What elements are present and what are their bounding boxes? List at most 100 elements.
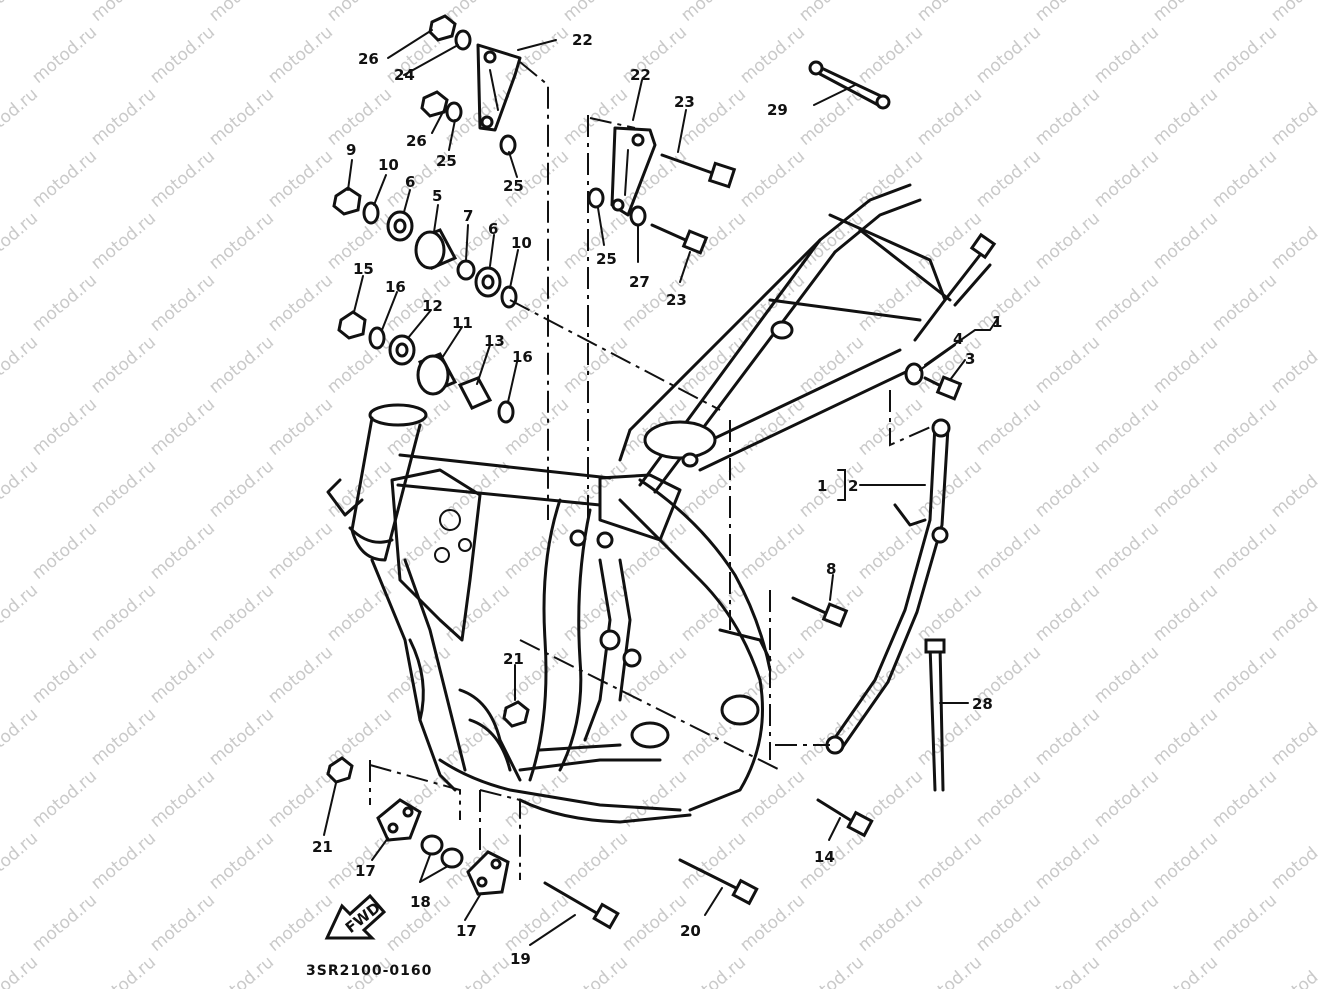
- watermark-text: motod.ru: [87, 580, 160, 645]
- watermark-text: motod.ru: [28, 394, 101, 459]
- rear-frame-stay: [825, 418, 951, 755]
- watermark-text: motod.ru: [87, 952, 160, 989]
- watermark-text: motod.ru: [205, 952, 278, 989]
- watermark-text: motod.ru: [264, 890, 337, 955]
- callout-25-b: 25: [503, 177, 524, 195]
- watermark-text: motod.ru: [736, 518, 809, 583]
- callout-17-right: 17: [456, 922, 477, 940]
- callout-14: 14: [814, 848, 835, 866]
- watermark-text: motod.ru: [1090, 22, 1163, 87]
- watermark-text: motod.ru: [146, 146, 219, 211]
- watermark-text: motod.ru: [146, 642, 219, 707]
- watermark-text: motod.ru: [28, 22, 101, 87]
- watermark-text: motod.ru: [913, 84, 986, 149]
- nut-9: [332, 186, 362, 216]
- bushing-11: [416, 352, 458, 396]
- watermark-text: motod.ru: [795, 332, 868, 397]
- washer-10-right: [500, 285, 518, 309]
- watermark-text: motod.ru: [972, 766, 1045, 831]
- watermark-text: motod.ru: [146, 394, 219, 459]
- washer-16-left: [368, 326, 386, 350]
- watermark-text: motod.ru: [559, 580, 632, 645]
- watermark-text: motod.ru: [1031, 0, 1104, 26]
- watermark-text: motod.ru: [87, 828, 160, 893]
- watermark-text: motod.ru: [1090, 270, 1163, 335]
- bolt-23-lower: [650, 223, 709, 255]
- watermark-text: motod.ru: [205, 456, 278, 521]
- watermark-text: motod.ru: [795, 0, 868, 26]
- watermark-text: motod.ru: [0, 704, 42, 769]
- watermark-text: motod.ru: [854, 890, 927, 955]
- watermark-text: motod.ru: [1149, 952, 1222, 989]
- watermark-text: motod.ru: [736, 394, 809, 459]
- watermark-text: motod.ru: [146, 766, 219, 831]
- watermark-text: motod.ru: [382, 642, 455, 707]
- watermark-text: motod.ru: [146, 890, 219, 955]
- callout-25-c: 25: [596, 250, 617, 268]
- callout-15: 15: [353, 260, 374, 278]
- watermark-text: motod.ru: [0, 0, 42, 26]
- watermark-text: motod.ru: [559, 84, 632, 149]
- watermark-text: motod.ru: [559, 456, 632, 521]
- watermark-text: motod.ru: [1090, 146, 1163, 211]
- watermark-text: motod.ru: [146, 22, 219, 87]
- watermark-text: motod.ru: [205, 332, 278, 397]
- callout-5: 5: [432, 187, 442, 205]
- watermark-text: motod.ru: [972, 146, 1045, 211]
- watermark-text: motod.ru: [913, 704, 986, 769]
- watermark-text: motod.ru: [1031, 704, 1104, 769]
- watermark-text: motod.ru: [87, 208, 160, 273]
- watermark-text: motod.ru: [1267, 332, 1318, 397]
- plate-17-right: [466, 850, 510, 896]
- watermark-text: motod.ru: [323, 84, 396, 149]
- watermark-text: motod.ru: [559, 0, 632, 26]
- callout-22-left: 22: [572, 31, 593, 49]
- watermark-text: motod.ru: [677, 952, 750, 989]
- watermark-text: motod.ru: [323, 0, 396, 26]
- watermark-text: motod.ru: [205, 828, 278, 893]
- watermark-text: motod.ru: [1031, 828, 1104, 893]
- engine-bracket-upper-right: [610, 126, 657, 217]
- watermark-text: motod.ru: [1149, 0, 1222, 26]
- callout-23-lower: 23: [666, 291, 687, 309]
- watermark-text: motod.ru: [1208, 890, 1281, 955]
- callout-9: 9: [346, 141, 356, 159]
- watermark-text: motod.ru: [1090, 890, 1163, 955]
- watermark-text: motod.ru: [1031, 580, 1104, 645]
- watermark-text: motod.ru: [28, 146, 101, 211]
- watermark-text: motod.ru: [87, 704, 160, 769]
- watermark-text: motod.ru: [1031, 84, 1104, 149]
- watermark-text: motod.ru: [0, 84, 42, 149]
- watermark-text: motod.ru: [1090, 394, 1163, 459]
- watermark-text: motod.ru: [1149, 704, 1222, 769]
- watermark-text: motod.ru: [972, 394, 1045, 459]
- fwd-arrow: FWD: [324, 893, 387, 940]
- nut-15: [337, 310, 367, 340]
- watermark-text: motod.ru: [264, 394, 337, 459]
- callout-1-lower: 1: [817, 477, 827, 495]
- watermark-text: motod.ru: [736, 22, 809, 87]
- watermark-text: motod.ru: [972, 890, 1045, 955]
- watermark-text: motod.ru: [1149, 580, 1222, 645]
- watermark-text: motod.ru: [1267, 580, 1318, 645]
- watermark-text: motod.ru: [264, 518, 337, 583]
- washer-24: [454, 29, 472, 51]
- callout-18: 18: [410, 893, 431, 911]
- watermark-text: motod.ru: [677, 332, 750, 397]
- callout-17-left: 17: [355, 862, 376, 880]
- callout-21-lower: 21: [312, 838, 333, 856]
- callout-3: 3: [965, 350, 975, 368]
- collar-7: [456, 259, 476, 281]
- washer-25-b: [499, 134, 517, 156]
- watermark-text: motod.ru: [1090, 642, 1163, 707]
- reference-lines: [369, 61, 936, 880]
- watermark-text: motod.ru: [1149, 828, 1222, 893]
- watermark-text: motod.ru: [972, 22, 1045, 87]
- washer-25-c: [587, 187, 605, 209]
- callout-numbers: 26 24 22 26 25 25 22 23 29 9 10 6 5 7 6 …: [312, 31, 1002, 968]
- washer-25-a: [445, 101, 463, 123]
- callout-19: 19: [510, 950, 531, 968]
- watermark-text: motod.ru: [1267, 704, 1318, 769]
